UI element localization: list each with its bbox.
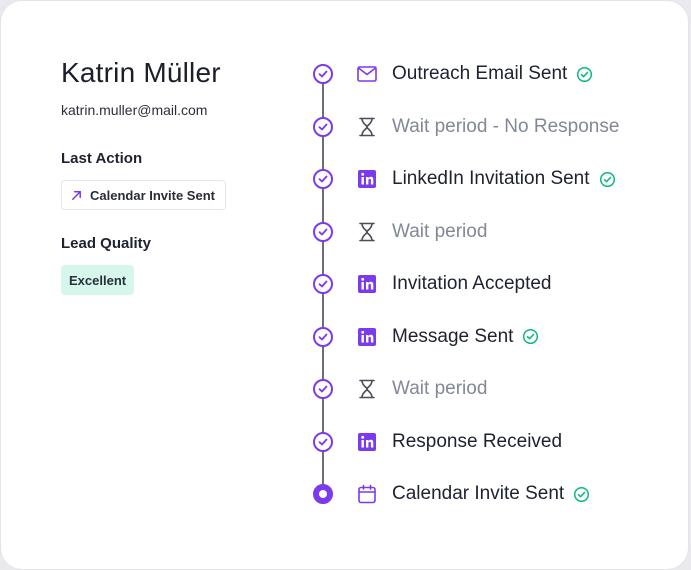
last-action-chip[interactable]: Calendar Invite Sent — [61, 180, 226, 210]
timeline-step-label: Wait period — [392, 378, 488, 400]
node-check-icon — [318, 70, 328, 78]
completed-step-node — [313, 379, 333, 400]
timeline-step[interactable]: Invitation Accepted — [301, 258, 681, 311]
timeline-step-label: Message Sent — [392, 325, 514, 347]
completed-step-node — [313, 274, 333, 295]
timeline-step-label: Wait period — [392, 220, 488, 242]
linkedin-icon — [356, 168, 378, 190]
timeline-step-label-wrap: LinkedIn Invitation Sent — [392, 168, 616, 190]
timeline-step[interactable]: Response Received — [301, 416, 681, 469]
current-step-node — [313, 484, 333, 505]
lead-quality-badge: Excellent — [61, 265, 135, 295]
timeline-step-label: Calendar Invite Sent — [392, 483, 565, 505]
timeline-step-label-wrap: Wait period - No Response — [392, 116, 619, 138]
lead-email[interactable]: katrin.muller@mail.com — [61, 102, 208, 118]
hourglass-icon — [356, 378, 378, 400]
timeline-step-label-wrap: Calendar Invite Sent — [392, 483, 590, 505]
timeline-step-label: Invitation Accepted — [392, 273, 552, 295]
node-check-icon — [318, 385, 328, 393]
calendar-icon — [356, 483, 378, 505]
timeline-step[interactable]: Wait period — [301, 206, 681, 259]
timeline-step-label-wrap: Outreach Email Sent — [392, 63, 593, 85]
hourglass-icon — [356, 116, 378, 138]
timeline-step-label: Wait period - No Response — [392, 115, 620, 137]
timeline-step[interactable]: LinkedIn Invitation Sent — [301, 153, 681, 206]
timeline-step-label: LinkedIn Invitation Sent — [392, 168, 590, 190]
timeline-step-label: Outreach Email Sent — [392, 63, 568, 85]
linkedin-icon — [356, 431, 378, 453]
timeline-step[interactable]: Outreach Email Sent — [301, 48, 681, 101]
lead-quality-label: Lead Quality — [61, 235, 152, 252]
timeline-step[interactable]: Wait period — [301, 363, 681, 416]
completed-step-node — [313, 116, 333, 137]
arrow-up-right-icon — [72, 190, 81, 200]
node-check-icon — [318, 333, 328, 341]
timeline-step-label-wrap: Message Sent — [392, 326, 539, 348]
timeline-step-label: Response Received — [392, 430, 563, 452]
confirmed-check-icon — [599, 171, 615, 187]
confirmed-check-icon — [574, 486, 590, 502]
timeline-step-label-wrap: Response Received — [392, 431, 562, 453]
timeline-step[interactable]: Message Sent — [301, 311, 681, 364]
node-check-icon — [318, 228, 328, 236]
timeline-step[interactable]: Wait period - No Response — [301, 101, 681, 154]
node-check-icon — [318, 280, 328, 288]
hourglass-icon — [356, 221, 378, 243]
completed-step-node — [313, 431, 333, 452]
last-action-label: Last Action — [61, 150, 143, 167]
completed-step-node — [313, 326, 333, 347]
confirmed-check-icon — [523, 329, 539, 345]
node-check-icon — [318, 123, 328, 131]
timeline-step-label-wrap: Invitation Accepted — [392, 273, 552, 295]
node-check-icon — [318, 438, 328, 446]
lead-name: Katrin Müller — [61, 57, 221, 88]
confirmed-check-icon — [577, 66, 593, 82]
completed-step-node — [313, 64, 333, 85]
completed-step-node — [313, 169, 333, 190]
lead-quality-value: Excellent — [69, 272, 127, 288]
node-check-icon — [318, 175, 328, 183]
completed-step-node — [313, 221, 333, 242]
linkedin-icon — [356, 273, 378, 295]
timeline-step-label-wrap: Wait period — [392, 221, 487, 243]
linkedin-icon — [356, 326, 378, 348]
timeline-step-label-wrap: Wait period — [392, 378, 487, 400]
timeline-step[interactable]: Calendar Invite Sent — [301, 468, 681, 521]
last-action-value: Calendar Invite Sent — [90, 187, 215, 203]
mail-icon — [356, 63, 378, 85]
